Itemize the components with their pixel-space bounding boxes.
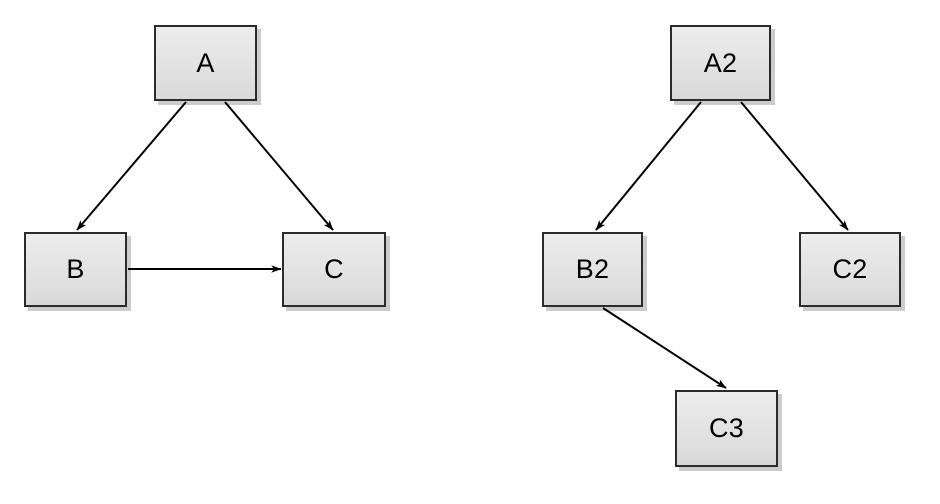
node-c3[interactable]: C3 — [675, 390, 778, 467]
node-label-a: A — [196, 47, 215, 78]
node-label-c2: C2 — [832, 254, 868, 284]
node-label-b: B — [66, 254, 85, 284]
node-a[interactable]: A — [154, 25, 257, 101]
node-label-c3: C3 — [709, 413, 744, 443]
edge-a2-to-b2[interactable] — [595, 101, 702, 231]
node-label-a2: A2 — [703, 47, 738, 78]
node-c2[interactable]: C2 — [799, 232, 901, 307]
node-c[interactable]: C — [282, 232, 386, 307]
edge-group — [76, 101, 849, 389]
node-b[interactable]: B — [24, 232, 127, 307]
node-a2[interactable]: A2 — [670, 25, 771, 101]
node-b2[interactable]: B2 — [542, 232, 643, 307]
edge-a2-to-c2[interactable] — [740, 101, 849, 231]
edge-a-to-b[interactable] — [76, 101, 187, 231]
edge-b2-to-c3[interactable] — [602, 307, 727, 389]
node-label-b2: B2 — [575, 254, 610, 284]
node-label-c: C — [324, 254, 344, 284]
edge-a-to-c[interactable] — [224, 101, 334, 231]
